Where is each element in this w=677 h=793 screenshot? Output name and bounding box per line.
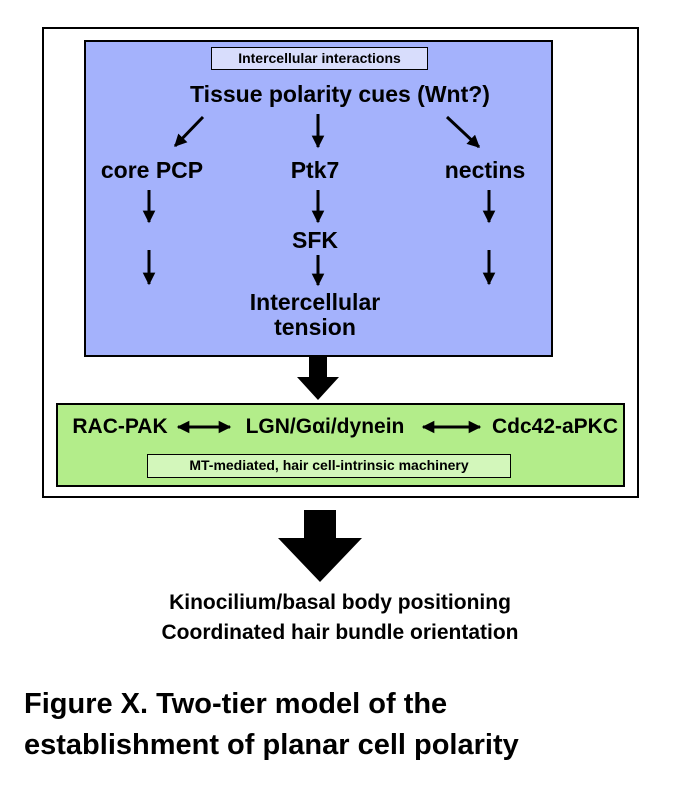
block-arrow-tier1-to-tier2 — [297, 357, 339, 400]
outcome-line-2: Coordinated hair bundle orientation — [161, 621, 519, 644]
lgn-gai-dynein-node: LGN/Gαi/dynein — [245, 415, 405, 438]
cdc42-apkc-node: Cdc42-aPKC — [491, 415, 619, 438]
tier1-header-label: Intercellular interactions — [211, 47, 428, 70]
core-pcp-node: core PCP — [100, 157, 204, 183]
arrow-cues-to-nectins — [445, 115, 481, 149]
arrow-cues-to-pcp — [173, 115, 205, 148]
nectins-node: nectins — [444, 157, 526, 183]
tension-line-1: Intercellular — [249, 289, 381, 315]
sfk-node: SFK — [292, 227, 338, 253]
block-arrow-to-outcome — [278, 510, 362, 582]
figure-caption-line-1: Figure X. Two-tier model of the — [24, 688, 448, 720]
tension-line-2: tension — [274, 314, 356, 340]
rac-pak-node: RAC-PAK — [72, 415, 168, 438]
tissue-polarity-cues-node: Tissue polarity cues (Wnt?) — [190, 81, 490, 107]
figure-caption-line-2: establishment of planar cell polarity — [24, 729, 519, 761]
outcome-line-1: Kinocilium/basal body positioning — [169, 591, 511, 614]
ptk7-node: Ptk7 — [290, 157, 340, 183]
tier1-intercellular-box — [84, 40, 553, 357]
diagram-frame — [42, 27, 639, 498]
tier2-machinery-label: MT-mediated, hair cell-intrinsic machine… — [147, 454, 511, 478]
intercellular-tension-node: Intercellular tension — [215, 290, 415, 340]
